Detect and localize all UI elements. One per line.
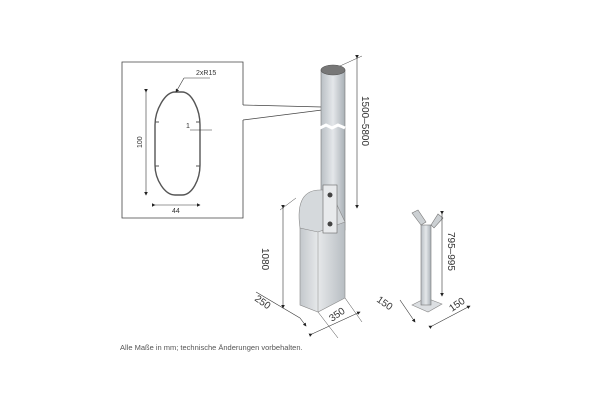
wall-thickness-label: 1 xyxy=(186,123,190,130)
profile-width-label: 44 xyxy=(172,208,180,215)
post-depth-label: 150 xyxy=(374,294,394,313)
post-height-label: 795–995 xyxy=(445,232,456,271)
footnote: Alle Maße in mm; technische Änderungen v… xyxy=(120,343,303,352)
profile-outline xyxy=(154,91,201,196)
barrier-cabinet: 1080 250 350 xyxy=(252,184,363,339)
support-post: 795–995 150 150 xyxy=(374,209,471,329)
cabinet-width-label: 350 xyxy=(327,306,347,325)
profile-detail-inset: 2xR15 100 44 1 xyxy=(121,61,323,219)
post-width-label: 150 xyxy=(447,296,467,315)
profile-height-label: 100 xyxy=(137,136,144,148)
cabinet-height-label: 1080 xyxy=(259,248,270,271)
cabinet-depth-label: 250 xyxy=(252,293,272,312)
radius-label: 2xR15 xyxy=(196,70,216,77)
boom-length-label: 1500–5800 xyxy=(359,96,370,146)
